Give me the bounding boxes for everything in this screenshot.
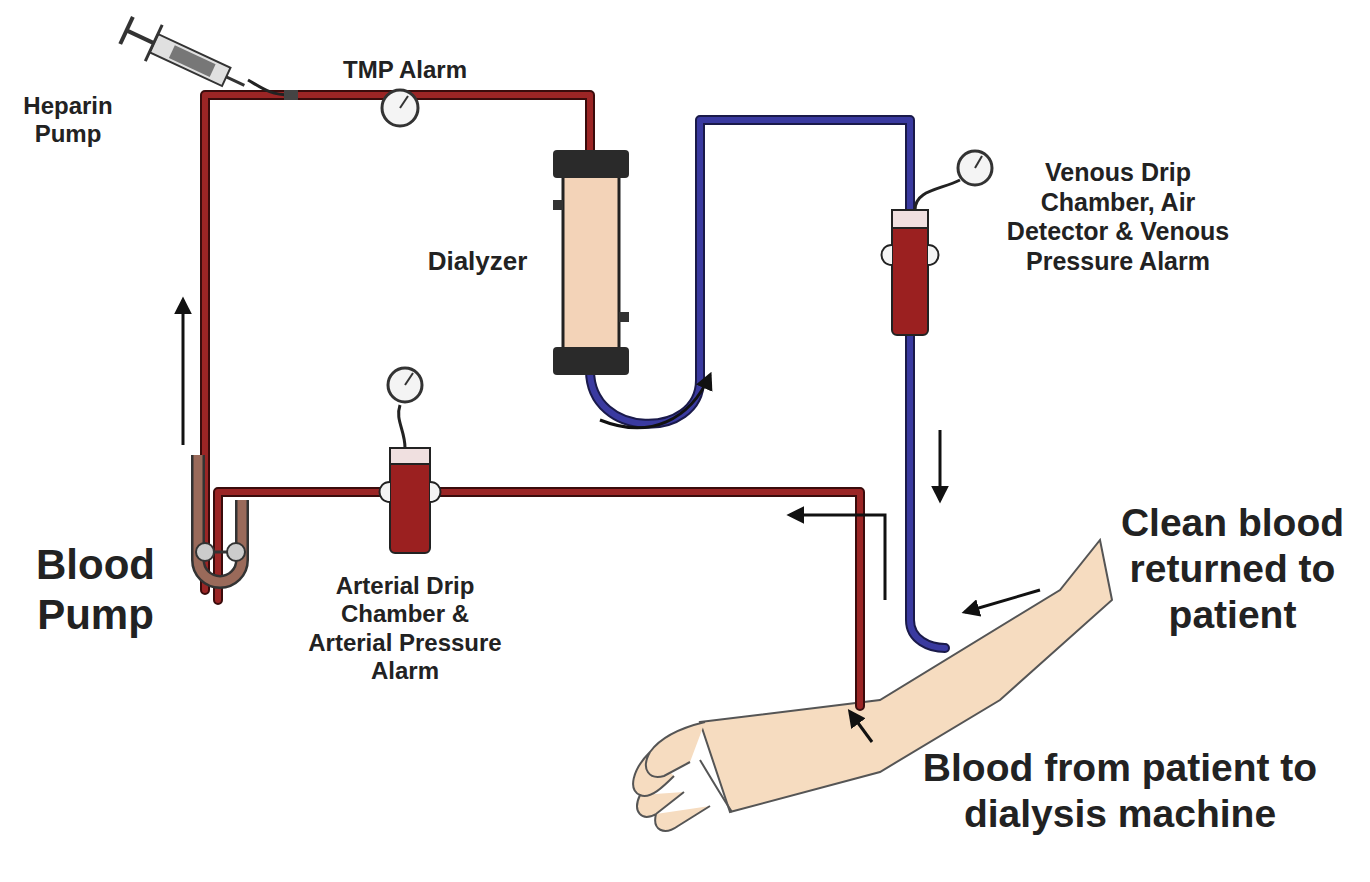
arterial-tubing [205,95,860,706]
venous-tubing [590,120,945,648]
alarm-label: TMP Alarm [330,56,480,84]
part-label: Venous Drip Chamber, Air Detector & Veno… [1003,158,1233,276]
pump-label: Heparin Pump [8,92,128,149]
heparin-syringe [118,12,298,103]
part-label: Arterial Drip Chamber & Arterial Pressur… [300,572,510,685]
dialyzer [553,150,629,375]
flow-label: Blood from patient to dialysis machine [880,745,1360,837]
flow-arrows [183,300,1040,742]
venous-drip-chamber [882,151,993,335]
arterial-drip-chamber [380,368,441,553]
blood-pump [196,455,245,582]
flow-label: Clean blood returned to patient [1105,500,1360,638]
tmp-gauge [382,90,418,126]
part-label: Dialyzer [405,246,550,277]
pump-label: Blood Pump [8,540,183,639]
